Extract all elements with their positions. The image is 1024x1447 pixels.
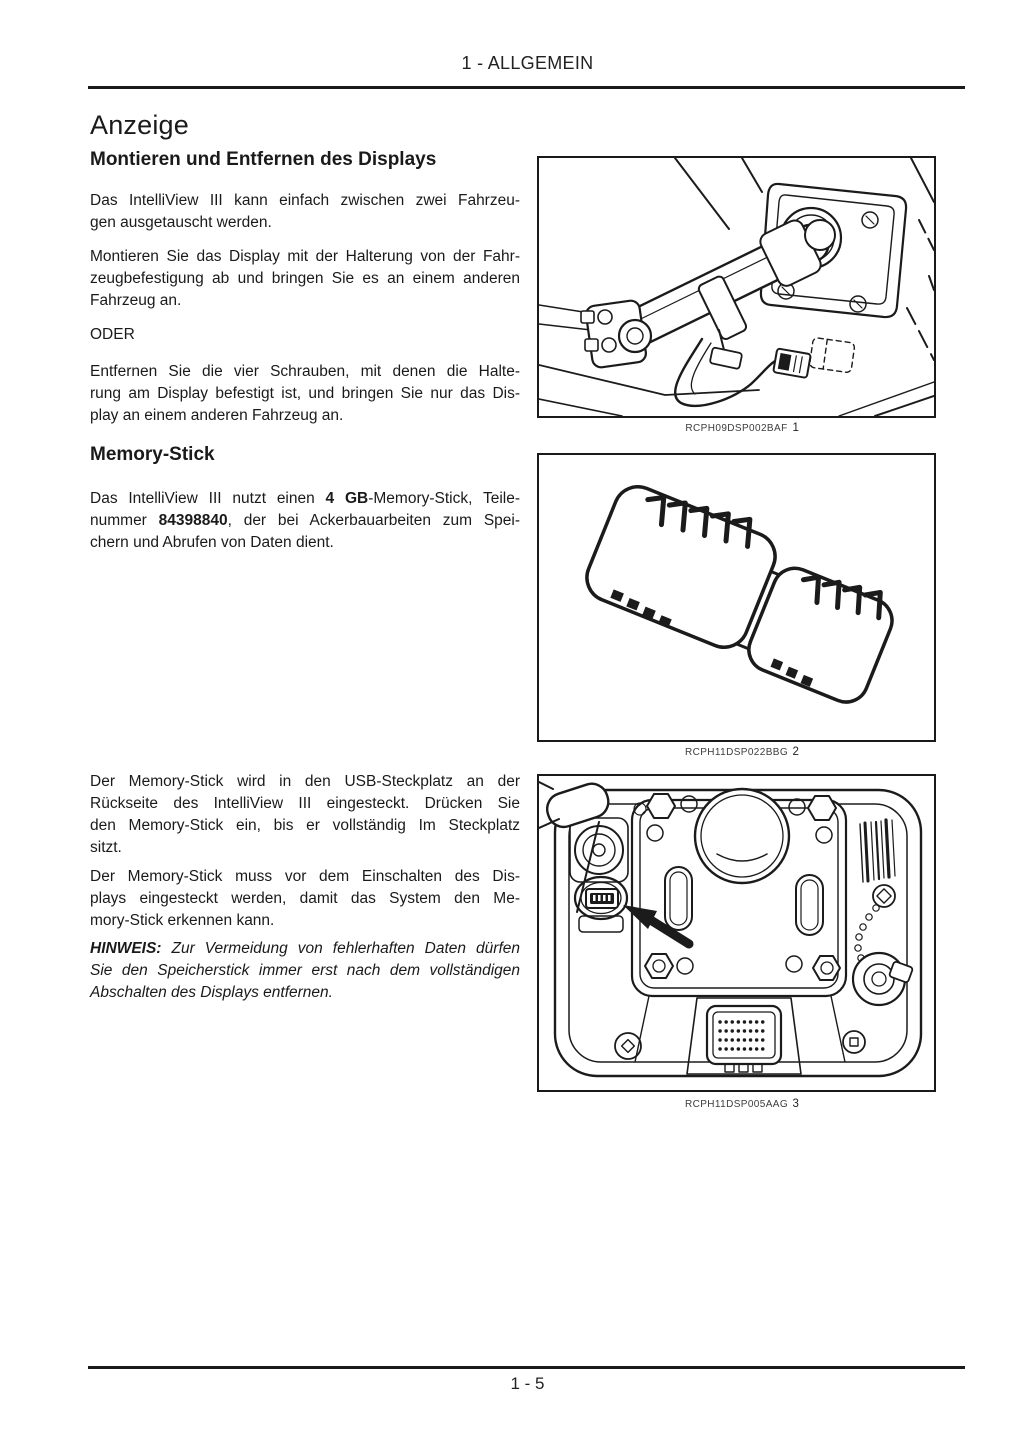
page-number: 1 - 5: [510, 1374, 545, 1393]
display-mount-arm-drawing: [539, 158, 934, 416]
figure-1-caption: RCPH09DSP002BAF 1: [537, 422, 936, 434]
header-rule: [88, 86, 965, 89]
figure-1-frame: [537, 156, 936, 418]
figure-2-caption: RCPH11DSP022BBG 2: [537, 746, 936, 758]
figure-1-number: 1: [792, 422, 799, 434]
figure-3-number: 3: [792, 1098, 799, 1110]
page-title: Anzeige: [90, 110, 189, 140]
paragraph-note-hinweis: HINWEIS: Zur Vermeidung von fehlerhaften…: [90, 940, 520, 1001]
figure-1-code: RCPH09DSP002BAF: [685, 423, 788, 434]
figure-3-frame: [537, 774, 936, 1092]
figure-3-code: RCPH11DSP005AAG: [684, 1099, 789, 1110]
paragraph-mount-3: Entfernen Sie die vier Schrauben, mit de…: [90, 363, 520, 424]
section-heading-memory-stick: Memory-Stick: [90, 444, 215, 465]
figure-3-caption: RCPH11DSP005AAG 3: [537, 1098, 936, 1110]
paragraph-mount-1: Das IntelliView III kann einfach zwische…: [90, 192, 520, 231]
paragraph-memory-1: Das IntelliView III nutzt einen 4 GB-Mem…: [90, 490, 521, 551]
page-header-chapter: 1 - ALLGEMEIN: [461, 53, 594, 73]
footer-rule: [88, 1366, 965, 1369]
paragraph-usb-1: Der Memory-Stick wird in den USB-Steckpl…: [90, 773, 520, 856]
figure-2-number: 2: [792, 746, 799, 758]
figure-2-code: RCPH11DSP022BBG: [684, 747, 789, 758]
display-back-usb-drawing: [539, 781, 923, 1078]
section-heading-mount: Montieren und Entfernen des Displays: [90, 149, 437, 170]
figure-2-frame: [537, 453, 936, 742]
paragraph-usb-2: Der Memory-Stick muss vor dem Einschalte…: [90, 868, 520, 929]
memory-stick-drawing: [585, 485, 894, 704]
paragraph-oder: ODER: [90, 326, 135, 343]
paragraph-mount-2: Montieren Sie das Display mit der Halter…: [90, 248, 520, 309]
